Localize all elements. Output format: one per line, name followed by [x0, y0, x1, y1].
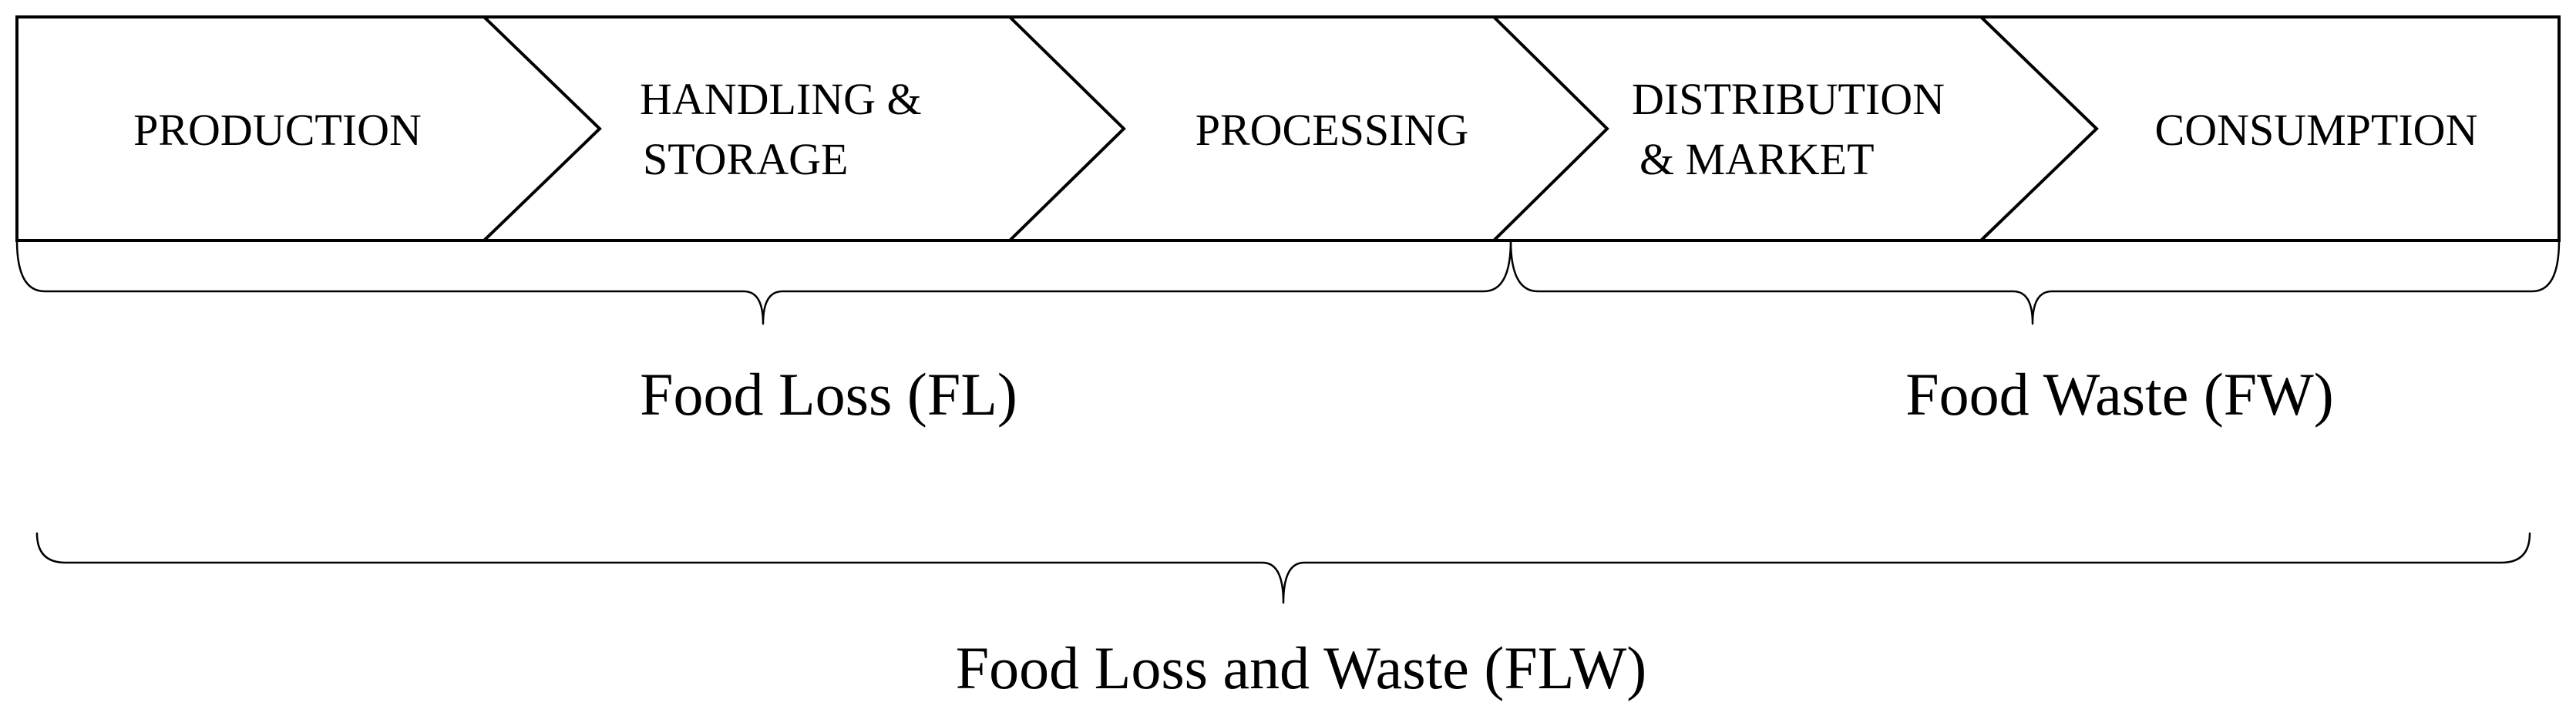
- chevron-divider-4: [1979, 15, 2099, 242]
- chevron-divider-3: [1492, 15, 1609, 242]
- stage-processing-label: PROCESSING: [1196, 105, 1469, 155]
- stage-handling-storage-label-line-2: STORAGE: [643, 134, 848, 184]
- stage-production-label: PRODUCTION: [133, 105, 422, 155]
- stage-handling-storage-label-line-1: HANDLING &: [640, 74, 922, 124]
- supply-chain-bar: [15, 15, 2561, 242]
- stage-distribution-market-label-line-1: DISTRIBUTION: [1632, 74, 1945, 124]
- food-waste-label: Food Waste (FW): [1905, 361, 2334, 428]
- chevron-divider-1: [483, 15, 602, 242]
- food-waste-brace: [1509, 239, 2561, 325]
- stage-distribution-market-label-line-2: & MARKET: [1639, 134, 1875, 184]
- stage-consumption-label: CONSUMPTION: [2155, 105, 2478, 155]
- food-loss-and-waste-brace: [35, 532, 2531, 604]
- supply-chain-frame: [15, 15, 2561, 242]
- chevron-divider-2: [1008, 15, 1126, 242]
- food-loss-and-waste-label: Food Loss and Waste (FLW): [956, 634, 1646, 701]
- food-loss-label: Food Loss (FL): [640, 361, 1017, 428]
- food-loss-brace: [15, 239, 1512, 325]
